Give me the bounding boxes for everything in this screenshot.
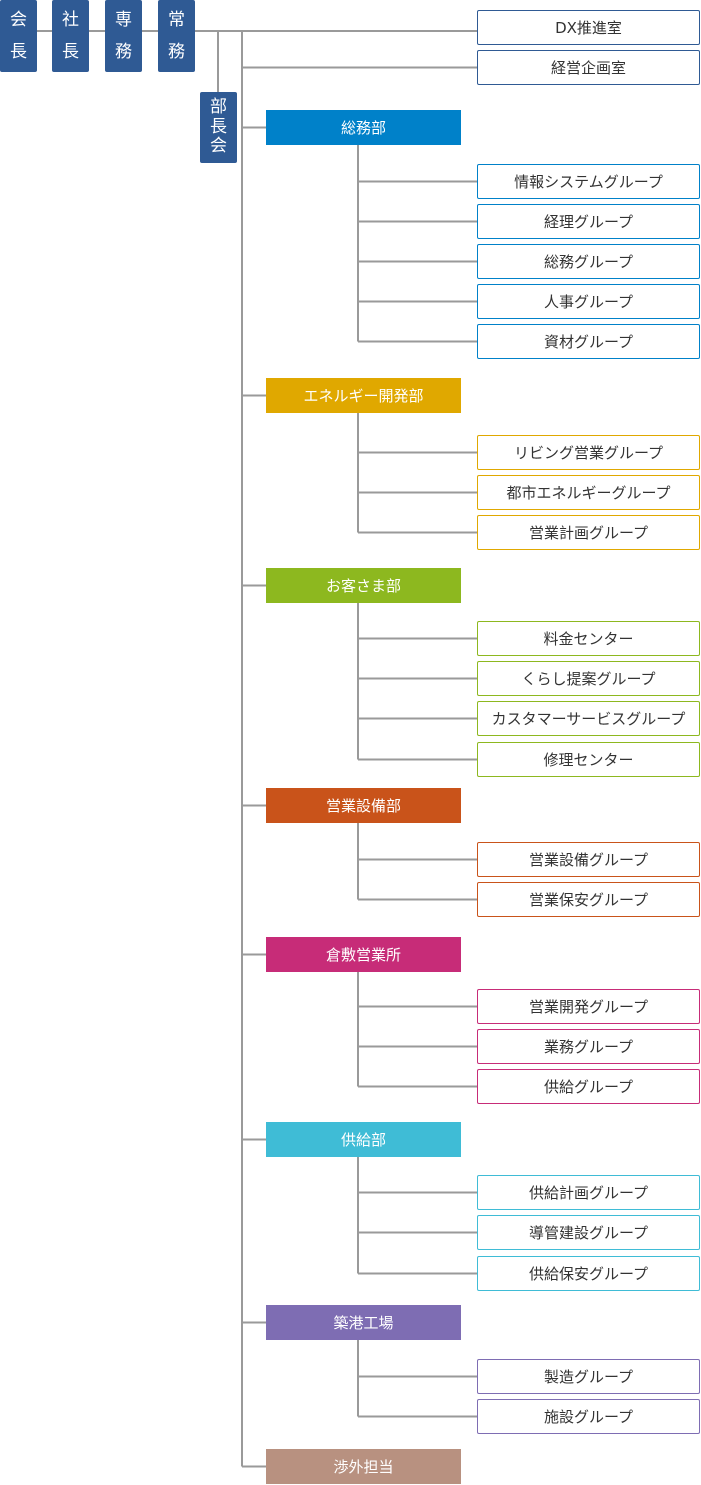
group-box: 料金センター — [477, 621, 700, 656]
group-box: 供給保安グループ — [477, 1256, 700, 1291]
exec-senior-director: 専 務 — [105, 0, 142, 72]
group-box: 製造グループ — [477, 1359, 700, 1394]
group-box: くらし提案グループ — [477, 661, 700, 696]
dept-5: 供給部 — [266, 1122, 461, 1157]
group-box: 総務グループ — [477, 244, 700, 279]
dept-0: 総務部 — [266, 110, 461, 145]
exec-char: 会 — [10, 9, 27, 30]
group-box: 修理センター — [477, 742, 700, 777]
exec-char: 専 — [115, 9, 132, 30]
group-box: 情報システムグループ — [477, 164, 700, 199]
group-box: 供給計画グループ — [477, 1175, 700, 1210]
dept-3: 営業設備部 — [266, 788, 461, 823]
group-box: リビング営業グループ — [477, 435, 700, 470]
dept-1: エネルギー開発部 — [266, 378, 461, 413]
exec-char: 務 — [115, 41, 132, 62]
group-box: 営業計画グループ — [477, 515, 700, 550]
group-box: 人事グループ — [477, 284, 700, 319]
council-char: 長 — [210, 116, 227, 137]
group-box: 資材グループ — [477, 324, 700, 359]
exec-char: 社 — [62, 9, 79, 30]
dept-7: 渉外担当 — [266, 1449, 461, 1484]
office-planning: 経営企画室 — [477, 50, 700, 85]
department-heads-council: 部 長 会 — [200, 92, 237, 163]
exec-chairman: 会 長 — [0, 0, 37, 72]
council-char: 部 — [210, 97, 227, 118]
exec-president: 社 長 — [52, 0, 89, 72]
group-box: 営業設備グループ — [477, 842, 700, 877]
office-dx: DX推進室 — [477, 10, 700, 45]
exec-char: 務 — [168, 41, 185, 62]
dept-6: 築港工場 — [266, 1305, 461, 1340]
exec-char: 長 — [62, 41, 79, 62]
exec-char: 常 — [168, 9, 185, 30]
dept-4: 倉敷営業所 — [266, 937, 461, 972]
exec-managing-director: 常 務 — [158, 0, 195, 72]
group-box: 施設グループ — [477, 1399, 700, 1434]
council-char: 会 — [210, 136, 227, 157]
exec-char: 長 — [10, 41, 27, 62]
group-box: 供給グループ — [477, 1069, 700, 1104]
group-box: 導管建設グループ — [477, 1215, 700, 1250]
group-box: 業務グループ — [477, 1029, 700, 1064]
group-box: カスタマーサービスグループ — [477, 701, 700, 736]
group-box: 経理グループ — [477, 204, 700, 239]
group-box: 営業開発グループ — [477, 989, 700, 1024]
dept-2: お客さま部 — [266, 568, 461, 603]
group-box: 営業保安グループ — [477, 882, 700, 917]
group-box: 都市エネルギーグループ — [477, 475, 700, 510]
